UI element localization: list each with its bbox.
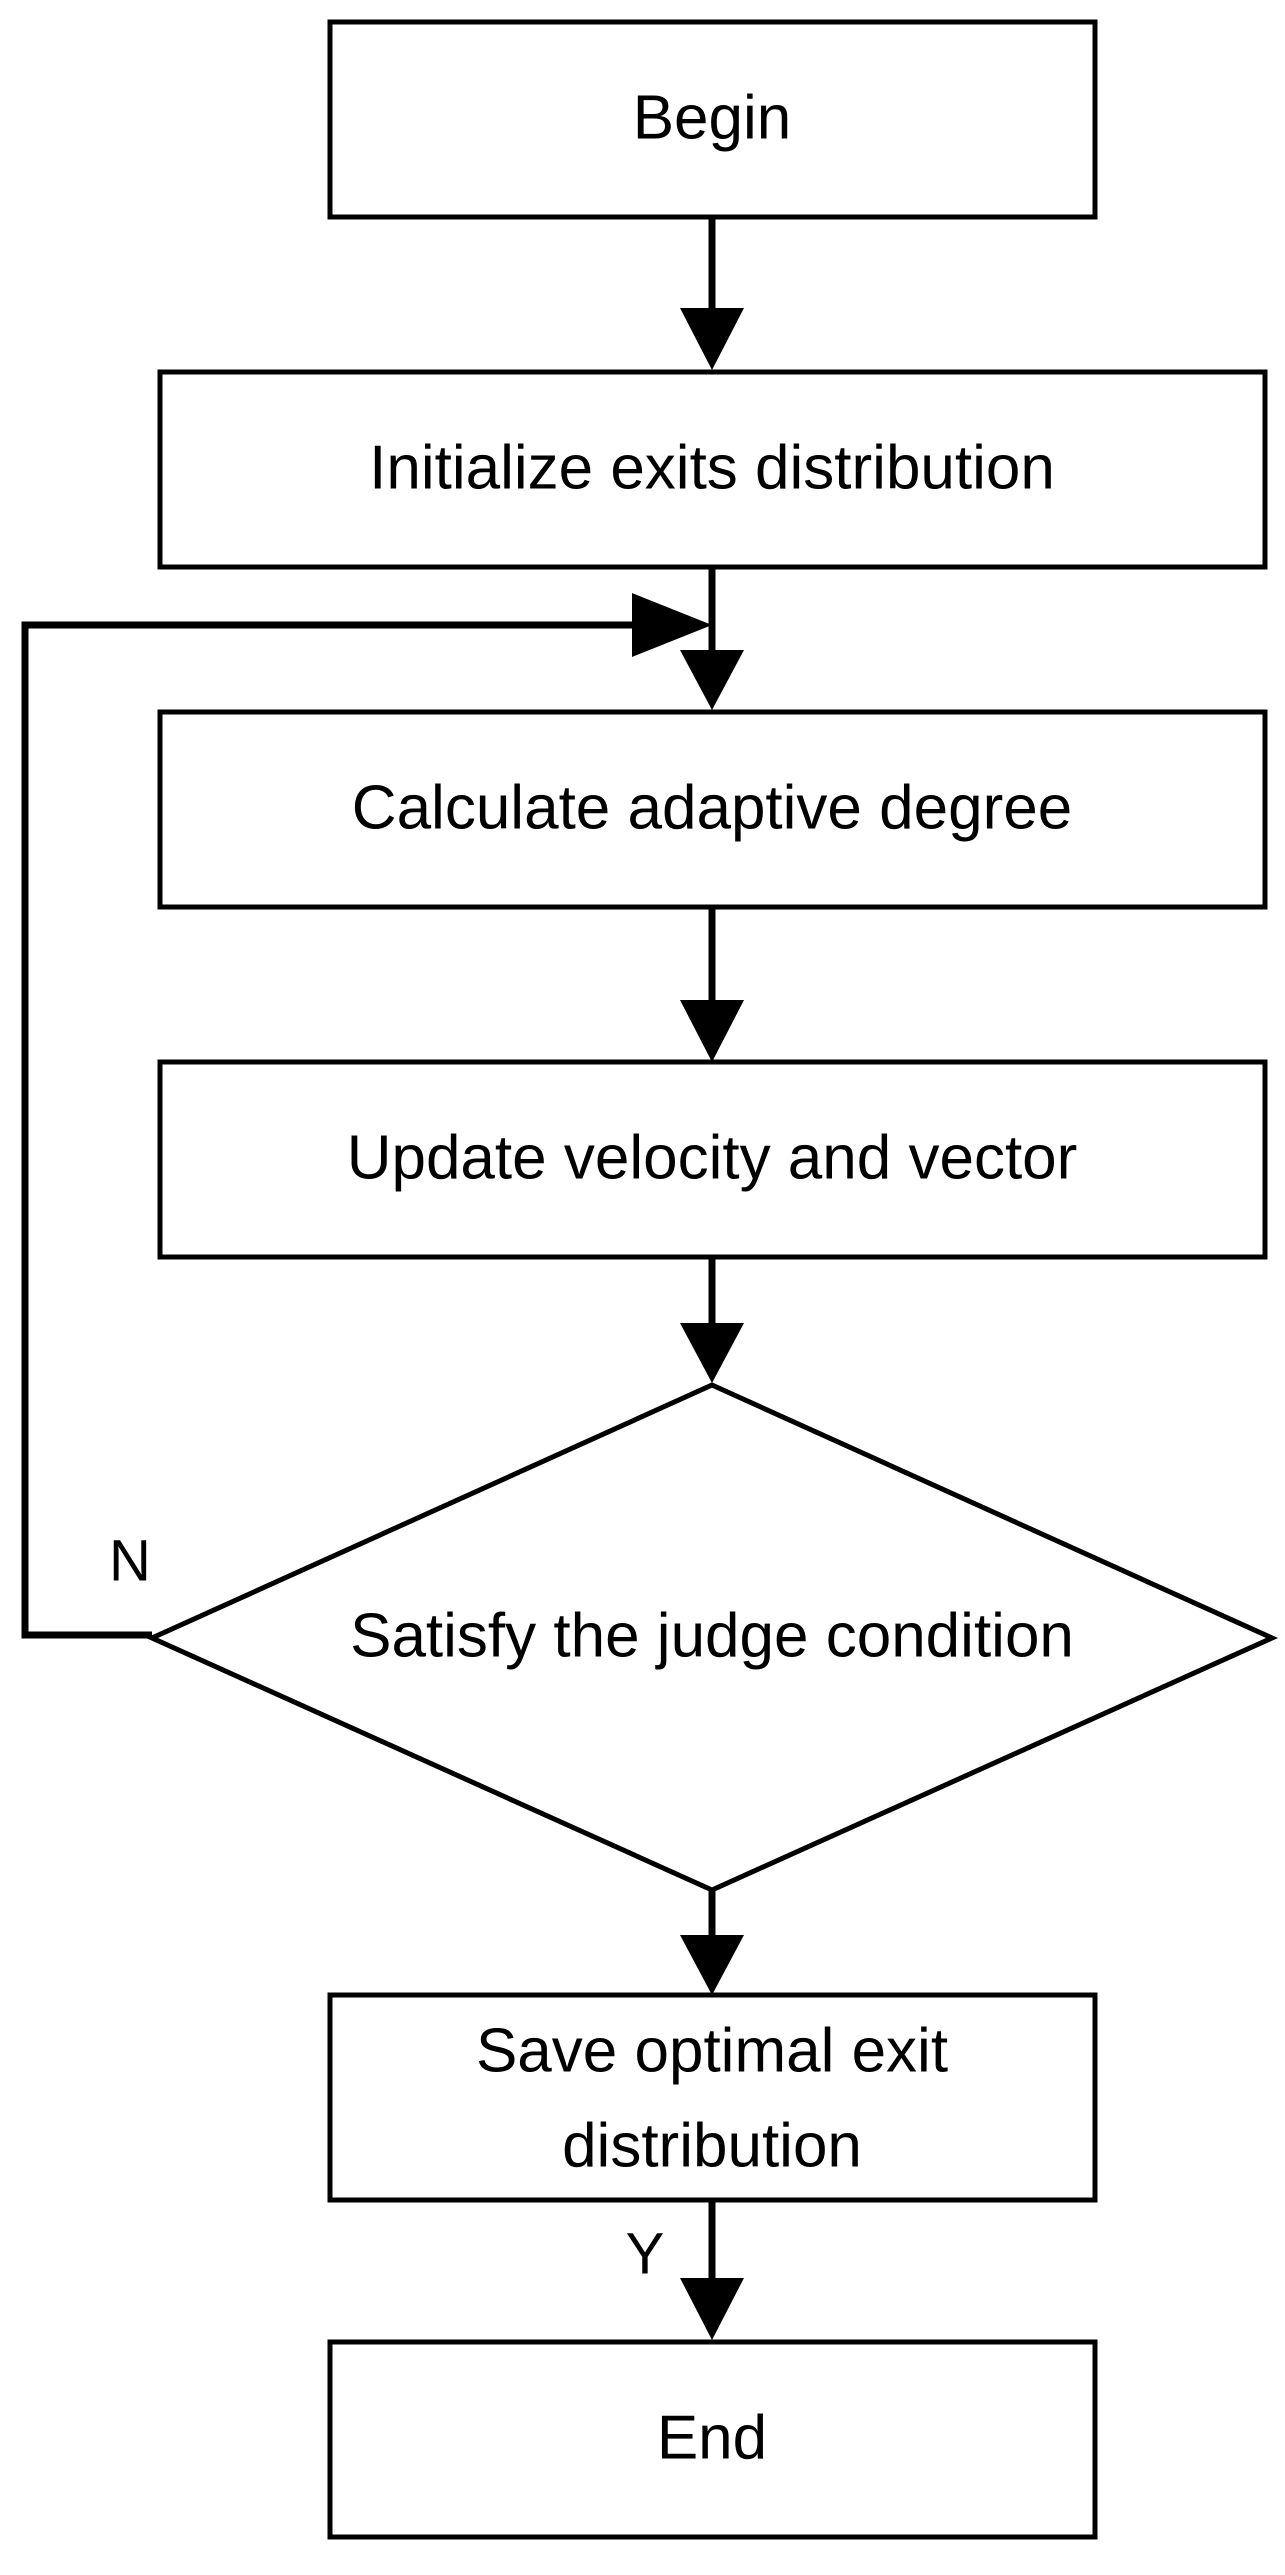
save-label-line1: Save optimal exit — [476, 2016, 948, 2085]
arrow-no-loop: N — [21, 593, 712, 1639]
yes-label: Y — [626, 2221, 665, 2286]
arrow-decision-to-save — [680, 1890, 744, 1995]
arrow-save-to-end: Y — [626, 2200, 744, 2340]
end-label: End — [657, 2403, 767, 2472]
calculate-node: Calculate adaptive degree — [157, 709, 1268, 910]
decision-node: Satisfy the judge condition — [145, 1382, 1279, 1893]
arrow-begin-to-initialize — [680, 217, 744, 370]
save-node: Save optimal exit distribution — [327, 1992, 1098, 2203]
arrow-calculate-to-update — [680, 907, 744, 1062]
calculate-label: Calculate adaptive degree — [352, 773, 1072, 842]
initialize-node: Initialize exits distribution — [157, 369, 1268, 570]
begin-label: Begin — [633, 83, 792, 152]
arrow-update-to-decision — [680, 1257, 744, 1383]
initialize-label: Initialize exits distribution — [369, 433, 1055, 502]
update-node: Update velocity and vector — [157, 1059, 1268, 1260]
update-label: Update velocity and vector — [347, 1123, 1078, 1192]
no-label: N — [109, 1528, 151, 1593]
end-node: End — [327, 2339, 1098, 2540]
decision-label: Satisfy the judge condition — [350, 1601, 1074, 1670]
save-label-line2: distribution — [562, 2111, 862, 2180]
begin-node: Begin — [327, 19, 1098, 220]
arrow-initialize-to-calculate — [680, 567, 744, 710]
